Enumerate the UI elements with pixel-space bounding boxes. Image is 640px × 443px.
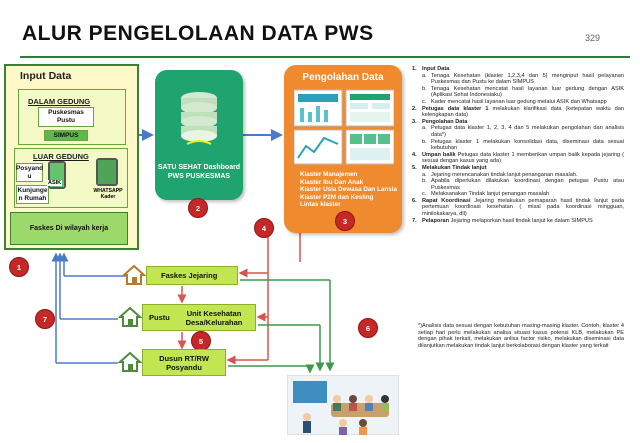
step-subitem: c. Kader mencatat hasil layanan luar gedu… — [412, 99, 624, 106]
step-marker-7: 7 — [35, 309, 55, 329]
step-body: Umpan balik Petugas data klaster 1 membe… — [422, 152, 624, 165]
step-number: 6. — [412, 197, 417, 204]
subitem-text: Apabila diperlukan dilakukan koordinasi … — [431, 178, 624, 191]
step-title: Rapat Koordinasi — [422, 197, 471, 204]
step-marker-6: 6 — [358, 318, 378, 338]
step-subitem: a. Petugas data klaster 1, 2, 3, 4 dan 5 … — [412, 125, 624, 138]
dalam-gedung-label: DALAM GEDUNG — [28, 97, 91, 106]
subitem-letter: b. — [422, 85, 427, 92]
step-desc: melakukan klarifikasi data (ketepatan wa… — [422, 105, 624, 119]
step-number: 1. — [412, 66, 417, 72]
luar-gedung-label: LUAR GEDUNG — [33, 152, 89, 161]
pustu-label: Pustu — [149, 313, 170, 322]
kunjungan-rumah-chip: Kunjunge n Rumah — [16, 185, 49, 204]
step-number: 2. — [412, 105, 417, 112]
pengolahan-data-title: Pengolahan Data — [302, 72, 384, 83]
subitem-letter: c. — [422, 98, 427, 105]
step-desc: Jejaring melaporkan hasil tindak lanjut … — [450, 217, 593, 224]
step-item: 1. Input Data — [412, 66, 624, 73]
step-marker-3: 3 — [335, 211, 355, 231]
step-item: 5. Melakukan Tindak lanjut — [412, 165, 624, 172]
step-body: Melakukan Tindak lanjut — [422, 165, 624, 172]
house-icon — [118, 351, 142, 372]
page-title: ALUR PENGELOLAAN DATA PWS — [22, 22, 374, 45]
input-data-title: Input Data — [20, 70, 72, 82]
step-body: Pelaporan Jejaring melaporkan hasil tind… — [422, 218, 624, 225]
house-icon — [122, 264, 146, 285]
meeting-illustration — [287, 375, 399, 435]
step-subitem: b. Petugas klaster 1 melakukan konsolidas… — [412, 139, 624, 152]
title-divider — [20, 56, 630, 58]
step-body: Input Data — [422, 66, 624, 73]
subitem-letter: b. — [422, 138, 427, 145]
house-icon — [118, 306, 142, 327]
simpus-chip: SIMPUS — [44, 130, 88, 141]
step-item: 6. Rapat Koordinasi Jejaring melakukan pe… — [412, 198, 624, 218]
step-marker-4: 4 — [254, 218, 274, 238]
subitem-letter: a. — [422, 171, 427, 178]
subitem-text: Petugas klaster 1 melakukan konsolidasi … — [431, 138, 624, 152]
page-number: 329 — [585, 33, 601, 43]
klaster-item: Klaster Manajemen — [300, 171, 358, 178]
step-body: Pengolahan Data — [422, 119, 624, 126]
klaster-item: Klaster Ibu Dan Anak — [300, 178, 364, 186]
step-body: Petugas data klaster 1 melakukan klarifi… — [422, 106, 624, 119]
step-number: 7. — [412, 217, 417, 224]
step-subitem: a. Jejaring merencanakan tindak lanjut pe… — [412, 172, 624, 179]
subitem-text: Petugas data klaster 1, 2, 3, 4 dan 5 me… — [431, 125, 624, 138]
klaster-item: Klaster Usia Dewasa Dan Lansia — [300, 186, 397, 194]
faskes-jejaring-box: Faskes Jejaring — [146, 266, 238, 285]
subitem-letter: a. — [422, 72, 427, 79]
step-item: 4. Umpan balik Petugas data klaster 1 mem… — [412, 152, 624, 165]
step-title: Umpan balik — [422, 151, 456, 158]
subitem-text: Kader mencatat hasil layanan luar gedung… — [431, 98, 607, 105]
step-title: Input Data — [422, 66, 450, 72]
step-item: 2. Petugas data klaster 1 melakukan klari… — [412, 106, 624, 119]
step-subitem: c. Melaksanakan Tindak lanjut penangan ma… — [412, 191, 624, 198]
dusun-posyandu-box: Dusun RT/RW Posyandu — [142, 349, 226, 376]
satu-sehat-text: SATU SEHAT Dashboard PWS PUSKESMAS — [157, 164, 241, 180]
step-item: 3. Pengolahan Data — [412, 119, 624, 126]
step-title: Pengolahan Data — [422, 118, 468, 125]
subitem-text: Jejaring merencanakan tindak lanjut pena… — [431, 171, 578, 178]
step-number: 3. — [412, 118, 417, 125]
step-desc: Petugas data klaster 1 memberikan umpan … — [422, 151, 624, 165]
unit-kesehatan-label: Unit Kesehatan Desa/Kelurahan — [185, 308, 243, 327]
subitem-text: Tenaga Kesehatan mencatat hasil layanan … — [431, 85, 624, 99]
posyandu-chip: Posyand u — [16, 163, 43, 182]
step-title: Petugas data klaster 1 — [422, 105, 489, 112]
step-number: 4. — [412, 151, 417, 158]
step-item: 7. Pelaporan Jejaring melaporkan hasil ti… — [412, 218, 624, 225]
faskes-wilayah-box: Faskes Di wilayah kerja — [10, 212, 128, 245]
step-body: Rapat Koordinasi Jejaring melakukan pema… — [422, 198, 624, 218]
step-marker-5: 5 — [191, 331, 211, 351]
dashboard-screens-icon — [294, 89, 394, 165]
subitem-letter: b. — [422, 178, 427, 185]
puskesmas-pustu-chip: Puskesmas Pustu — [38, 107, 94, 127]
subitem-text: Melaksanakan Tindak lanjut penangan masa… — [431, 191, 550, 198]
subitem-text: Tenaga Kesehatan (klaster 1,2,3,4 dan 5)… — [431, 72, 624, 86]
step-title: Melakukan Tindak lanjut — [422, 164, 487, 171]
step-title: Pelaporan — [422, 217, 450, 224]
step-number: 5. — [412, 164, 417, 171]
pustu-unit-box: Pustu Unit Kesehatan Desa/Kelurahan — [142, 304, 256, 331]
step-subitem: b. Apabila diperlukan dilakukan koordinas… — [412, 178, 624, 191]
database-cloud-icon — [181, 92, 217, 145]
whatsapp-phone-icon — [96, 158, 118, 186]
step-desc: Jejaring melakukan pemaparan hasil tinda… — [422, 197, 624, 218]
step-subitem: a. Tenaga Kesehatan (klaster 1,2,3,4 dan … — [412, 73, 624, 86]
subitem-letter: c. — [422, 191, 427, 198]
step-marker-2: 2 — [188, 198, 208, 218]
klaster-list: Klaster Manajemen Klaster Ibu Dan Anak K… — [300, 171, 397, 209]
klaster-item: Klaster P2M dan Kesling — [300, 193, 374, 201]
analysis-note: *)Analisis data sesuai dengan kebutuhan … — [418, 323, 624, 349]
klaster-item: Lintas klaster — [300, 201, 341, 209]
step-subitem: b. Tenaga Kesehatan mencatat hasil layana… — [412, 86, 624, 99]
asik-label: ASIK — [47, 180, 63, 186]
subitem-letter: a. — [422, 125, 427, 132]
step-marker-1: 1 — [9, 257, 29, 277]
whatsapp-kader-label: WHATSAPP Kader — [93, 188, 123, 200]
